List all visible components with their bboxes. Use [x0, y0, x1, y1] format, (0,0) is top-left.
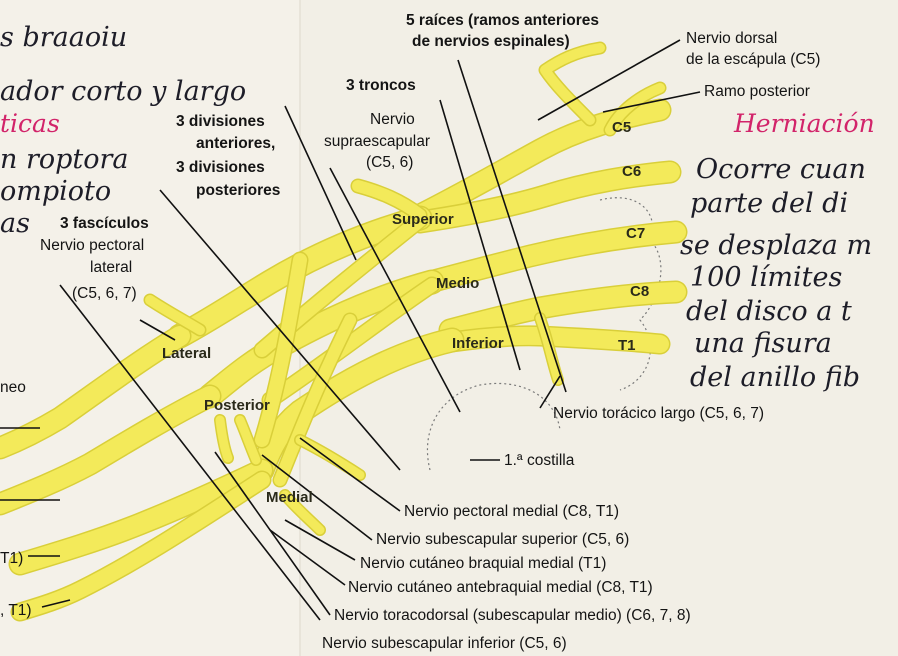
handwriting-left-6: as [0, 208, 30, 239]
label-posterior-branch: Ramo posterior [704, 83, 810, 100]
label-medial-pectoral: Nervio pectoral medial (C8, T1) [404, 503, 619, 520]
suprascapular-branch-nerve [352, 180, 426, 221]
handwriting-left-5: ompioto [0, 176, 111, 207]
division-3-nerve [255, 253, 307, 447]
label-roots-title-2: de nervios espinales) [412, 33, 570, 50]
trunk-label-inferior: Inferior [452, 335, 504, 352]
trunk-label-superior: Superior [392, 211, 454, 228]
root-label-t1: T1 [618, 337, 636, 354]
label-left-edge-1: neo [0, 379, 26, 396]
trunk-superior-nerve [169, 207, 431, 347]
cord-lateral-nerve [0, 326, 190, 458]
handwriting-right-7: del anillo fib [690, 362, 860, 393]
label-medial-antebrachial-cutaneous: Nervio cutáneo antebraquial medial (C8, … [348, 579, 653, 596]
division-4-nerve [274, 314, 356, 486]
handwriting-right-2: parte del di [690, 188, 848, 219]
cord-label-medial: Medial [266, 489, 313, 506]
handwriting-right-4: 100 límites [690, 262, 842, 293]
label-left-edge-3: , T1) [0, 602, 32, 619]
root-c7-nerve [420, 222, 686, 292]
handwriting-left-4: n roptora [0, 144, 129, 175]
handwriting-left-1: s braaoiu [0, 22, 127, 53]
handwriting-left-2: ador corto y largo [0, 76, 246, 107]
label-trunks-title: 3 troncos [346, 77, 416, 94]
handwriting-left-3: ticas [0, 109, 60, 138]
label-divisions-2: anteriores, [196, 135, 275, 152]
trunk-label-medio: Medio [436, 275, 479, 292]
division-2-nerve [263, 278, 439, 407]
label-roots-title-1: 5 raíces (ramos anteriores [406, 12, 599, 29]
label-left-edge-2: T1) [0, 550, 23, 567]
handwriting-right-1: Ocorre cuan [696, 154, 866, 185]
handwriting-right-5: del disco a t [686, 296, 852, 327]
label-long-thoracic: Nervio torácico largo (C5, 6, 7) [553, 405, 764, 422]
label-lateral-pectoral-1: Nervio pectoral [40, 237, 144, 254]
root-c8-nerve [440, 282, 686, 340]
leader-lines [0, 39, 701, 621]
label-upper-subscapular: Nervio subescapular superior (C5, 6) [376, 531, 629, 548]
root-label-c6: C6 [622, 163, 641, 180]
label-lateral-pectoral-2: lateral [90, 259, 132, 276]
posterior-branch-nerve [605, 83, 665, 135]
root-c6-nerve [410, 162, 680, 232]
cord-label-lateral: Lateral [162, 345, 211, 362]
root-label-c5: C5 [612, 119, 631, 136]
label-first-rib: 1.ª costilla [504, 452, 575, 469]
label-fascicles-title: 3 fascículos [60, 215, 149, 232]
annotation-labels: 5 raíces (ramos anteriores de nervios es… [0, 12, 820, 652]
nerve-network [0, 41, 688, 622]
label-thoracodorsal: Nervio toracodorsal (subescapular medio)… [334, 607, 691, 624]
first-rib-outline [426, 382, 561, 471]
label-suprascapular-1: Nervio [370, 111, 415, 128]
label-divisions-1: 3 divisiones [176, 113, 265, 130]
cord-medial-nerve [10, 460, 272, 574]
handwriting-right-6: una fisura [694, 328, 832, 359]
lateral-pectoral-branch-nerve [145, 295, 205, 335]
dorsal-scapular-branch-nerve [540, 43, 605, 125]
cord-posterior-nerve [0, 386, 220, 514]
thoracodorsal-branch-nerve [215, 415, 233, 463]
root-label-c8: C8 [630, 283, 649, 300]
subscapular-branch-nerve [235, 415, 261, 465]
branch-lower-nerve [12, 472, 270, 620]
label-medial-brachial-cutaneous: Nervio cutáneo braquial medial (T1) [360, 555, 606, 572]
handwritten-notes: s braaoiu ador corto y largo ticas n rop… [0, 22, 875, 393]
cord-label-posterior: Posterior [204, 397, 270, 414]
handwriting-right-3: se desplaza m [680, 230, 872, 261]
label-divisions-4: posteriores [196, 182, 280, 199]
label-lower-subscapular: Nervio subescapular inferior (C5, 6) [322, 635, 567, 652]
long-thoracic-branch-nerve [535, 313, 563, 385]
handwriting-right-red: Herniación [733, 109, 875, 138]
label-suprascapular-3: (C5, 6) [366, 154, 413, 171]
label-dorsal-scapular-2: de la escápula (C5) [686, 51, 820, 68]
label-divisions-3: 3 divisiones [176, 159, 265, 176]
label-suprascapular-2: supraescapular [324, 133, 430, 150]
label-lateral-pectoral-3: (C5, 6, 7) [72, 285, 137, 302]
label-dorsal-scapular-1: Nervio dorsal [686, 30, 777, 47]
structure-labels: C5 C6 C7 C8 T1 Superior Medio Inferior L… [162, 119, 649, 506]
cutaneous-branch-nerve [280, 490, 325, 535]
root-label-c7: C7 [626, 225, 645, 242]
